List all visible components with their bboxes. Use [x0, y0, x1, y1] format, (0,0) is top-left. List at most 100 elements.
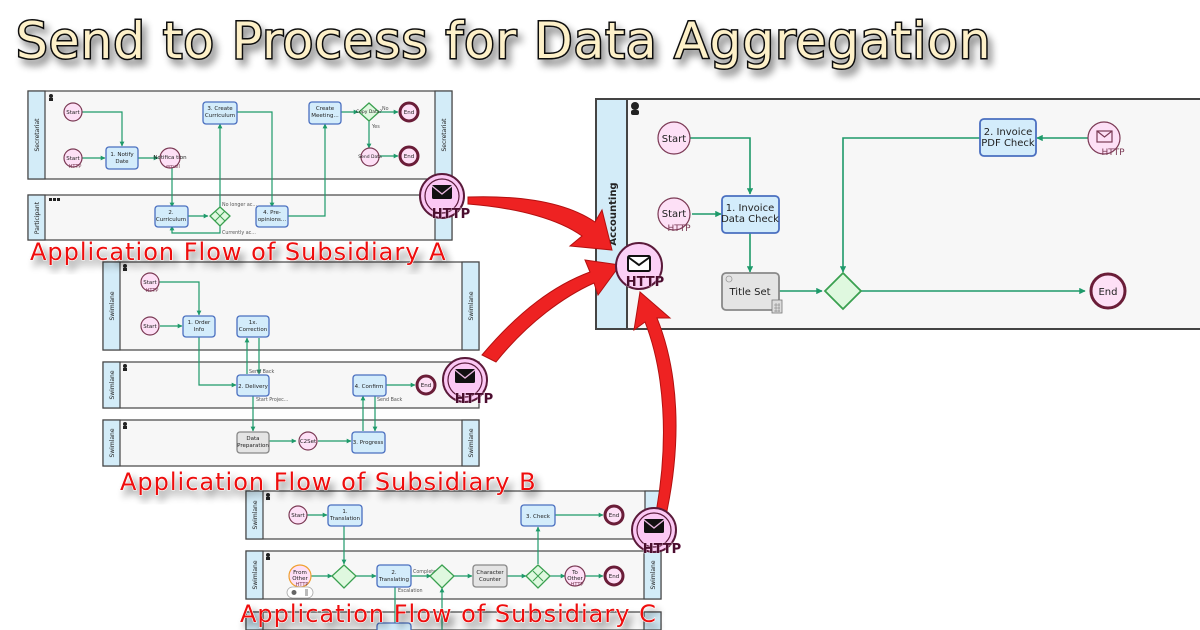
flow-label: Send Back [377, 397, 402, 403]
gateway[interactable] [331, 564, 357, 589]
arrow-c-to-accounting [633, 291, 677, 521]
email-label: email [166, 164, 180, 170]
gateway[interactable] [823, 271, 863, 311]
task-label: 2. Invoice [984, 127, 1032, 138]
task-pre-opinions[interactable] [255, 205, 289, 228]
event-label: Send Data [358, 154, 382, 160]
calculator-icon [771, 299, 783, 314]
task-label: Meeting... [311, 113, 339, 119]
http-start-event[interactable] [63, 148, 83, 168]
caption-subsidiary-b: Application Flow of Subsidiary B [120, 468, 537, 496]
transfer-arrows [467, 196, 677, 521]
task-check[interactable] [520, 504, 556, 527]
task-data-preparation[interactable] [236, 431, 270, 454]
start-label: Start [66, 156, 80, 162]
task-label: Preparation [237, 443, 269, 449]
task-label: PDF Check [981, 138, 1035, 149]
end-event[interactable] [1089, 272, 1127, 310]
http-badge-c[interactable]: HTTP [631, 507, 682, 557]
task-correction[interactable] [236, 315, 270, 338]
node-toolbar[interactable] [286, 586, 314, 599]
end-event[interactable] [415, 374, 437, 396]
task-order-info[interactable] [182, 315, 216, 338]
start-label: Start [662, 134, 687, 145]
end-event[interactable] [603, 504, 625, 526]
caption-subsidiary-a: Application Flow of Subsidiary A [30, 238, 446, 266]
sequence-flow [198, 337, 237, 388]
flow-label: Completed [413, 569, 439, 575]
http-start-event[interactable] [657, 197, 691, 231]
task-notify-date[interactable] [105, 146, 139, 170]
to-other-event[interactable] [564, 565, 586, 587]
message-start-event[interactable] [1087, 121, 1121, 155]
task-label: 1. Notify [110, 152, 134, 158]
lane-header-left [27, 90, 46, 180]
flow-label: No longer ac... [222, 202, 257, 208]
task-invoice-data-check[interactable] [721, 195, 780, 234]
task-confirm[interactable] [352, 374, 387, 397]
http-badge-b[interactable]: HTTP [442, 357, 494, 407]
http-label: HTTP [432, 207, 470, 222]
task-partial[interactable] [376, 622, 412, 630]
gateway-x-icon [214, 210, 226, 222]
caption-subsidiary-c: Application Flow of Subsidiary C [240, 600, 657, 628]
start-event[interactable] [657, 121, 691, 155]
task-label: Correction [239, 327, 268, 333]
end-event[interactable] [398, 101, 420, 123]
end-label: End [404, 154, 414, 160]
http-badge-accounting[interactable]: HTTP [615, 242, 665, 290]
person-icon [266, 493, 270, 500]
http-label: HTTP [626, 275, 664, 290]
end-label: End [421, 383, 431, 389]
gateway-label: Copy Data? [356, 109, 383, 115]
event-label: To [571, 570, 578, 576]
http-badge-a[interactable]: HTTP [419, 173, 471, 222]
http-label: HTTP [1101, 148, 1125, 158]
flow-label: Escalation [398, 588, 423, 594]
start-label: Start [291, 513, 305, 519]
person-icon [123, 422, 127, 429]
start-event[interactable] [63, 102, 83, 122]
task-progress[interactable] [351, 431, 386, 454]
page-title: Send to Process for Data Aggregation [16, 12, 991, 70]
task-curriculum[interactable] [154, 205, 189, 228]
http-label: HTTP [667, 224, 691, 234]
http-label: HTTP [69, 164, 82, 170]
task-title-set[interactable] [721, 272, 780, 311]
task-character-counter[interactable] [472, 564, 508, 588]
task-invoice-pdf-check[interactable] [979, 118, 1037, 157]
task-label: Counter [479, 577, 502, 583]
notification-event[interactable] [159, 147, 181, 169]
end-event[interactable] [398, 145, 420, 167]
gateway[interactable] [429, 564, 455, 589]
gateway-copy-data[interactable] [358, 102, 380, 122]
task-translation[interactable] [327, 504, 363, 527]
gear-icon[interactable] [291, 590, 297, 595]
task-create-meeting[interactable] [308, 101, 342, 125]
lane-label: Participant [34, 201, 41, 234]
start-event[interactable] [140, 316, 160, 336]
envelope-icon [454, 369, 476, 383]
http-start-event[interactable] [140, 272, 160, 292]
task-delivery[interactable] [236, 374, 270, 397]
end-label: End [1098, 287, 1117, 298]
trash-icon[interactable] [305, 589, 308, 596]
envelope-icon [1096, 130, 1113, 143]
task-label: 1. Invoice [726, 203, 774, 214]
sequence-flow [288, 123, 328, 217]
end-event[interactable] [603, 565, 625, 587]
group-icon [49, 198, 60, 201]
send-data-event[interactable] [360, 147, 380, 167]
gear-icon [725, 275, 733, 283]
c2set-event[interactable] [298, 431, 318, 451]
lane-label: Swimlane [252, 560, 259, 589]
task-create-curriculum[interactable] [202, 101, 238, 125]
task-label: Translation [329, 516, 360, 522]
start-label: Start [66, 110, 80, 116]
lane-header-right [461, 261, 480, 351]
task-label: 4. Confirm [355, 384, 384, 390]
start-event[interactable] [288, 505, 308, 525]
lane-label: Swimlane [109, 370, 116, 399]
task-translating[interactable] [376, 564, 412, 588]
lane-header-left [102, 419, 121, 467]
